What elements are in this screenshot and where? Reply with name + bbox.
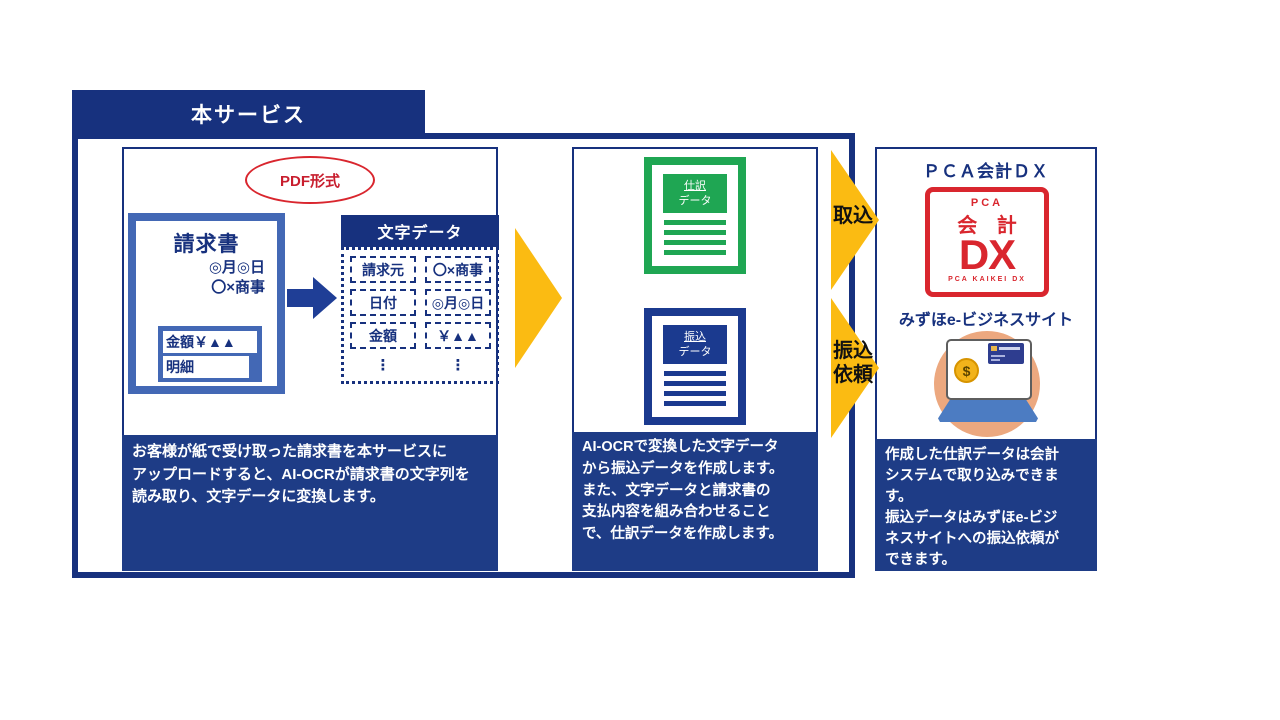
credit-card-icon	[988, 343, 1024, 364]
chardata-value-cell: ◎月◎日	[425, 289, 491, 316]
chardata-value-cell: ￥▲▲	[425, 322, 491, 349]
journal-label-line2: データ	[678, 194, 712, 207]
table-row: ⋮ ⋮	[350, 355, 491, 375]
chardata-table: 請求元 〇×商事 日付 ◎月◎日 金額 ￥▲▲ ⋮ ⋮	[341, 247, 499, 384]
invoice-title: 請求書	[173, 233, 240, 256]
invoice-amount-box: 金額￥▲▲ 明細	[158, 326, 262, 382]
upload-panel-caption: お客様が紙で受け取った請求書を本サービスに アップロードすると、AI-OCRが請…	[122, 435, 498, 571]
dollar-coin-icon: $	[954, 358, 979, 383]
mizuho-ebusiness-title: みずほe-ビジネスサイト	[898, 312, 1074, 329]
chardata-header: 文字データ	[341, 215, 499, 247]
transfer-data-document: 振込 データ	[644, 308, 746, 425]
journal-data-label: 仕訳 データ	[663, 174, 727, 213]
data-creation-caption: AI-OCRで変換した文字データ から振込データを作成します。 また、文字データ…	[572, 432, 818, 571]
pca-logo-dx-text: DX	[946, 234, 1016, 283]
pca-logo-bottom-text: PCA KAIKEI DX	[948, 275, 1026, 283]
invoice-date: ◎月◎日	[208, 259, 265, 276]
journal-data-document: 仕訳 データ	[644, 157, 746, 274]
chardata-header-label: 文字データ	[377, 225, 463, 242]
data-creation-panel: 仕訳 データ 振込 データ AI-OCRで変換した文字データ から振込データを作…	[572, 147, 818, 571]
destination-panel: ＰＣＡ会計ＤＸ PCA 会 計 DX PCA KAIKEI DX みずほe-ビジ…	[875, 147, 1097, 571]
chardata-value-cell: 〇×商事	[425, 256, 491, 283]
document-lines-icon	[664, 371, 726, 406]
chardata-key-cell: 請求元	[350, 256, 416, 283]
pca-logo-kaikei-text: 会 計	[957, 215, 1024, 237]
transfer-data-label: 振込 データ	[663, 325, 727, 364]
destination-caption: 作成した仕訳データは会計 システムで取り込みできま す。 振込データはみずほe-…	[875, 439, 1097, 571]
table-row: 日付 ◎月◎日	[350, 289, 491, 316]
chardata-key-cell: 日付	[350, 289, 416, 316]
invoice-detail-row: 明細	[163, 356, 250, 378]
service-tab: 本サービス	[72, 90, 425, 137]
pdf-format-label: PDF形式	[279, 172, 340, 190]
transfer-label-line1: 振込	[684, 331, 706, 344]
online-banking-illustration: $	[934, 331, 1040, 437]
invoice-company: 〇×商事	[211, 279, 265, 297]
pca-logo-top-text: PCA	[970, 197, 1004, 209]
document-lines-icon	[664, 220, 726, 255]
pca-kaikei-dx-logo: PCA 会 計 DX PCA KAIKEI DX	[925, 187, 1049, 297]
transfer-request-arrow-label: 振込 依頼	[833, 340, 873, 386]
chardata-key-cell: 金額	[350, 322, 416, 349]
laptop-base-icon	[938, 398, 1038, 422]
journal-label-line1: 仕訳	[684, 180, 706, 193]
transfer-label-line2: データ	[678, 345, 712, 358]
chardata-ellipsis: ⋮	[425, 355, 491, 375]
pca-kaikei-dx-title: ＰＣＡ会計ＤＸ	[923, 162, 1049, 181]
chardata-ellipsis: ⋮	[350, 355, 416, 375]
table-row: 請求元 〇×商事	[350, 256, 491, 283]
service-tab-label: 本サービス	[191, 103, 306, 127]
invoice-document: 請求書 ◎月◎日 〇×商事 金額￥▲▲ 明細	[128, 213, 285, 394]
convert-arrow-icon	[287, 277, 337, 319]
invoice-amount-row: 金額￥▲▲	[163, 331, 257, 353]
upload-panel: PDF形式 請求書 ◎月◎日 〇×商事 金額￥▲▲ 明細 文字データ 請求元 〇…	[122, 147, 499, 571]
pdf-format-badge: PDF形式	[245, 156, 375, 204]
table-row: 金額 ￥▲▲	[350, 322, 491, 349]
import-arrow-label: 取込	[833, 205, 873, 227]
